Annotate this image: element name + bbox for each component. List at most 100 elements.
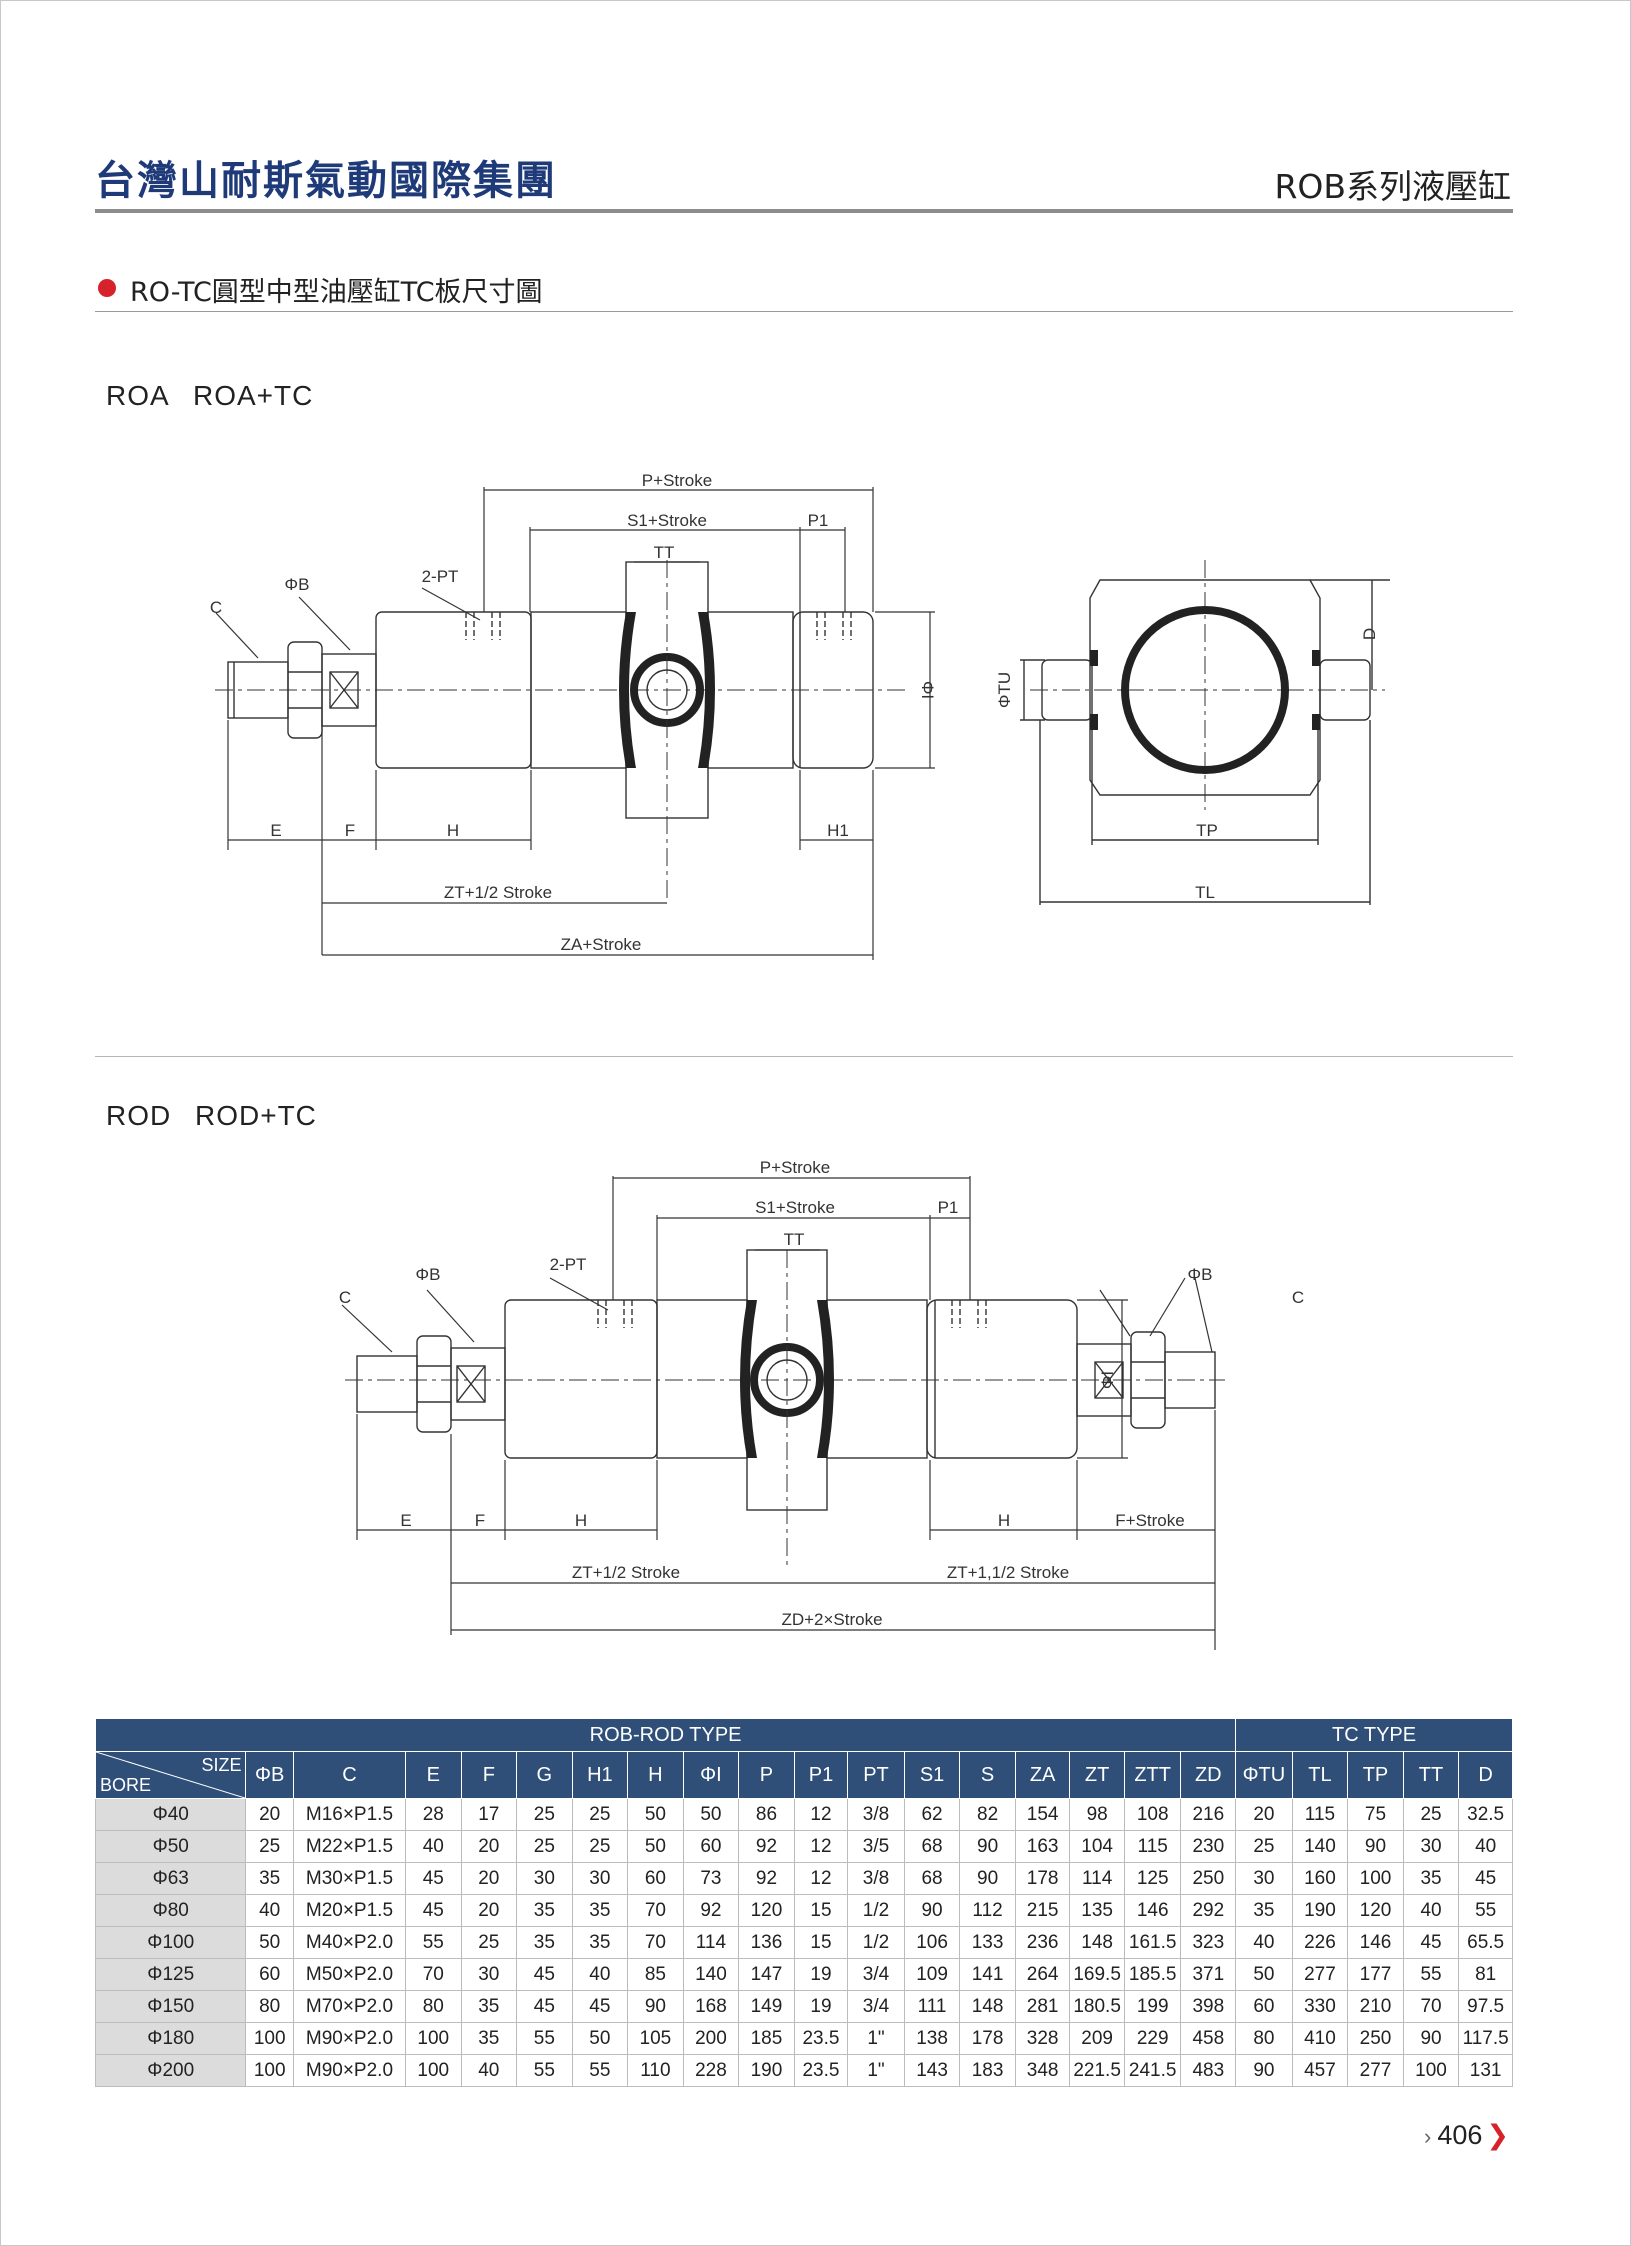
table-cell: 50 [682, 1798, 740, 1831]
table-cell: 20 [460, 1830, 518, 1863]
table-cell: 190 [1291, 1894, 1349, 1927]
table-cell: 85 [627, 1958, 684, 1991]
table-cell: 136 [738, 1926, 795, 1959]
table-cell: 30 [1235, 1862, 1293, 1895]
rod-dim-p1: P1 [938, 1198, 959, 1217]
table-cell: 45 [1458, 1862, 1513, 1895]
table-cell: 3/8 [847, 1798, 905, 1831]
table-cell: 241.5 [1123, 2054, 1182, 2087]
table-cell: 190 [738, 2054, 795, 2087]
table-cell: 114 [682, 1926, 740, 1959]
col-header: PT [847, 1751, 905, 1799]
table-cell: 70 [1402, 1990, 1460, 2023]
table-cell: 80 [245, 1990, 294, 2023]
table-cell: M22×P1.5 [292, 1830, 407, 1863]
rod-dim-s1-stroke: S1+Stroke [755, 1198, 835, 1217]
dim-s1-stroke: S1+Stroke [627, 511, 707, 530]
table-cell: 98 [1069, 1798, 1125, 1831]
bore-cell: Φ180 [94, 2022, 247, 2055]
table-cell: 110 [627, 2054, 684, 2087]
table-cell: 60 [1235, 1990, 1293, 2023]
table-cell: 125 [1123, 1862, 1182, 1895]
col-header: TL [1291, 1751, 1349, 1799]
col-header: ΦI [682, 1751, 740, 1799]
table-cell: 73 [682, 1862, 740, 1895]
bore-cell: Φ50 [94, 1830, 247, 1863]
table-cell: 55 [516, 2022, 573, 2055]
rod-dim-phib-left: ΦB [416, 1265, 441, 1284]
table-cell: 111 [903, 1990, 961, 2023]
table-cell: 75 [1347, 1798, 1404, 1831]
table-cell: 146 [1123, 1894, 1182, 1927]
arrow-right-icon: ❯ [1486, 2120, 1509, 2150]
rod-dim-2pt: 2-PT [550, 1255, 587, 1274]
table-cell: 226 [1291, 1926, 1349, 1959]
table-cell: 90 [959, 1830, 1016, 1863]
table-cell: 92 [738, 1862, 795, 1895]
col-header: ZT [1069, 1751, 1125, 1799]
table-cell: 30 [516, 1862, 573, 1895]
table-cell: 60 [682, 1830, 740, 1863]
table-cell: M16×P1.5 [292, 1798, 407, 1831]
bore-cell: Φ63 [94, 1862, 247, 1895]
rod-dim-tt: TT [784, 1230, 805, 1249]
table-cell: 80 [405, 1990, 462, 2023]
table-cell: 25 [571, 1798, 629, 1831]
rod-dim-p-stroke: P+Stroke [760, 1158, 830, 1177]
table-cell: 292 [1180, 1894, 1237, 1927]
bore-cell: Φ200 [94, 2054, 247, 2087]
table-cell: 55 [1458, 1894, 1513, 1927]
dim-tt: TT [654, 543, 675, 562]
chevron-right-icon: › [1423, 2124, 1432, 2149]
bore-cell: Φ150 [94, 1990, 247, 2023]
table-cell: 90 [903, 1894, 961, 1927]
diagram-divider [95, 1056, 1513, 1057]
dim-phitu: ΦTU [995, 672, 1014, 708]
table-cell: 81 [1458, 1958, 1513, 1991]
header-rule [95, 209, 1513, 213]
table-cell: 149 [738, 1990, 795, 2023]
col-header: C [292, 1751, 407, 1799]
col-header: TP [1347, 1751, 1404, 1799]
rod-dim-c-right: C [1292, 1288, 1304, 1307]
table-cell: 30 [1402, 1830, 1460, 1863]
bore-cell: Φ40 [94, 1798, 247, 1831]
table-cell: 20 [460, 1862, 518, 1895]
table-cell: 45 [516, 1990, 573, 2023]
table-cell: 215 [1014, 1894, 1071, 1927]
table-cell: 330 [1291, 1990, 1349, 2023]
table-cell: 236 [1014, 1926, 1071, 1959]
col-header: D [1458, 1751, 1513, 1799]
table-cell: 185.5 [1123, 1958, 1182, 1991]
brand-title: 台灣山耐斯氣動國際集團 [95, 158, 557, 204]
table-cell: 250 [1180, 1862, 1237, 1895]
table-cell: 60 [627, 1862, 684, 1895]
table-cell: 105 [627, 2022, 684, 2055]
table-cell: 100 [405, 2054, 462, 2087]
table-cell: 100 [405, 2022, 462, 2055]
table-cell: 109 [903, 1958, 961, 1991]
series-title: ROB系列液壓缸 [1274, 167, 1511, 206]
table-cell: 90 [1347, 1830, 1404, 1863]
table-cell: 70 [405, 1958, 462, 1991]
table-cell: 35 [516, 1894, 573, 1927]
table-cell: 35 [1402, 1862, 1460, 1895]
table-cell: M90×P2.0 [292, 2022, 407, 2055]
table-cell: 19 [793, 1958, 849, 1991]
table-cell: 483 [1180, 2054, 1237, 2087]
rod-dim-zt-right: ZT+1,1/2 Stroke [947, 1563, 1069, 1582]
dim-phii: ΦI [918, 681, 937, 699]
table-cell: 221.5 [1069, 2054, 1125, 2087]
table-cell: 264 [1014, 1958, 1071, 1991]
table-cell: 140 [682, 1958, 740, 1991]
col-header: ZA [1014, 1751, 1071, 1799]
table-cell: 25 [516, 1798, 573, 1831]
table-cell: 135 [1069, 1894, 1125, 1927]
table-cell: 12 [793, 1830, 849, 1863]
table-cell: 19 [793, 1990, 849, 2023]
section-rule [95, 311, 1513, 312]
table-cell: 50 [627, 1798, 684, 1831]
